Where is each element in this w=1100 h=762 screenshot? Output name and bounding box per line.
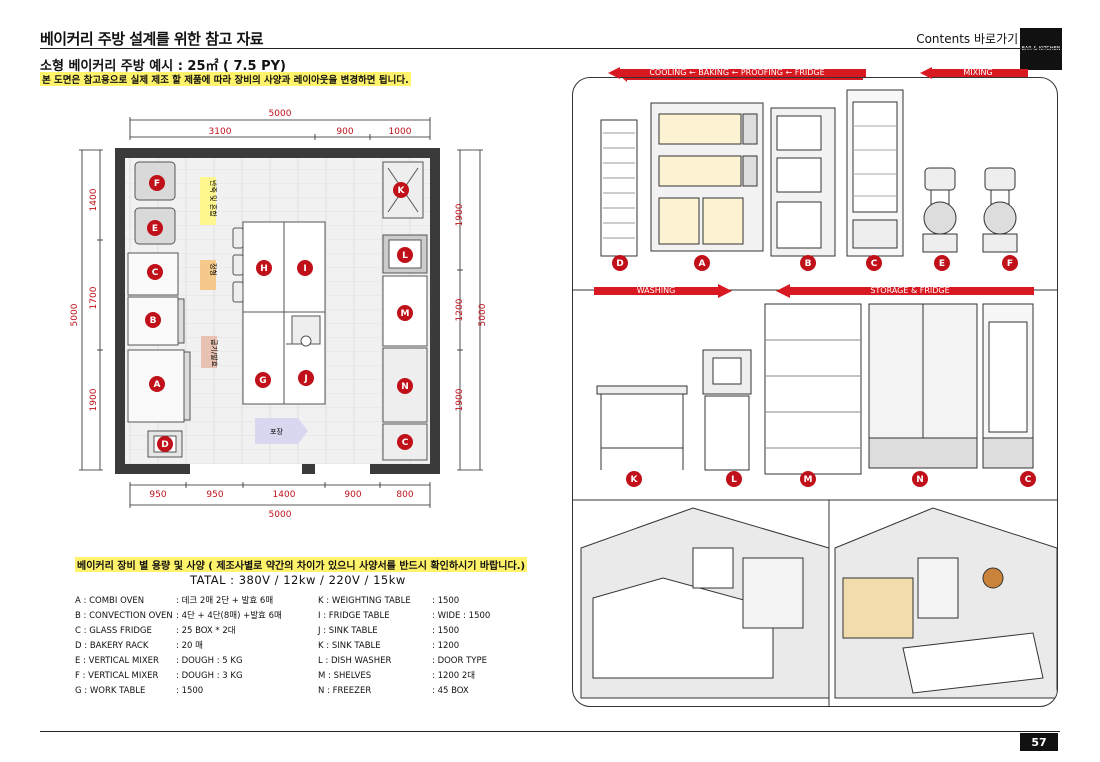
banner-mixing-text: MIXING <box>963 68 993 77</box>
spec-key: D : BAKERY RACK <box>75 641 149 651</box>
dim-top-b: 900 <box>336 127 353 137</box>
spec-value: : 45 BOX <box>432 686 469 696</box>
spec-key: A : COMBI OVEN <box>75 596 145 606</box>
spec-value: : DOUGH : 5 KG <box>176 656 243 666</box>
spec-key: F : VERTICAL MIXER <box>75 671 159 681</box>
banner-bake-text: COOLING ← BAKING ← PROOFING ← FRIDGE <box>649 68 825 77</box>
spec-key: N : FREEZER <box>318 686 372 696</box>
page-number: 57 <box>1020 733 1058 751</box>
page-title: 베이커리 주방 설계를 위한 참고 자료 <box>40 30 264 48</box>
spec-key: J : SINK TABLE <box>318 626 378 636</box>
marker-c2: C <box>402 438 409 448</box>
marker-k: K <box>398 186 406 196</box>
spec-value: : 1500 <box>432 626 460 636</box>
dim-top-a: 3100 <box>209 127 232 137</box>
spec-key: E : VERTICAL MIXER <box>75 656 159 666</box>
spec-key: M : SHELVES <box>318 671 372 681</box>
dim-right-total: 5000 <box>478 303 488 326</box>
spec-value: : 1200 2대 <box>432 671 476 681</box>
dim-top-c: 1000 <box>389 127 412 137</box>
footer-divider <box>40 731 1060 732</box>
section-subtitle: 소형 베이커리 주방 예시 : 25㎡ ( 7.5 PY) <box>40 59 286 74</box>
spec-value: : 1500 <box>176 686 204 696</box>
contents-link[interactable]: Contents 바로가기 ▸ <box>916 32 1028 46</box>
dim-left-total: 5000 <box>70 303 80 326</box>
marker-m: M <box>401 309 410 319</box>
banner-cooling <box>622 78 863 82</box>
marker-b: B <box>150 316 157 326</box>
spec-title: 베이커리 장비 별 용량 및 사양 ( 제조사별로 약간의 차이가 있으니 사양… <box>75 557 528 572</box>
marker-j: J <box>303 374 307 384</box>
banner-washing-text: WASHING <box>636 286 676 295</box>
marker-a: A <box>154 380 161 390</box>
flow-mix-label: 반죽 및 혼합 <box>209 180 218 217</box>
dim-bottom-c: 1400 <box>273 490 296 500</box>
spec-value: : 25 BOX * 2대 <box>176 626 236 636</box>
banner-storage: STORAGE & FRIDGE <box>776 284 1034 298</box>
spec-key: C : GLASS FRIDGE <box>75 626 152 636</box>
dim-right-a: 1900 <box>455 203 465 226</box>
spec-key: I : FRIDGE TABLE <box>318 611 390 621</box>
marker-l: L <box>402 251 408 261</box>
dim-bottom-a: 950 <box>149 490 166 500</box>
dim-right-c: 1900 <box>455 388 465 411</box>
flow-pack-label: 포장 <box>270 427 283 436</box>
total-power: TATAL : 380V / 12kw / 220V / 15kw <box>190 573 406 587</box>
spec-value: : DOUGH : 3 KG <box>176 671 243 681</box>
brand-logo: BAR & KITCHEN <box>1020 28 1062 70</box>
marker-i: I <box>303 264 306 274</box>
dim-left-b: 1700 <box>89 286 99 309</box>
dim-left-a: 1400 <box>89 188 99 211</box>
spec-key: L : DISH WASHER <box>318 656 392 666</box>
dim-bottom-d: 900 <box>344 490 361 500</box>
marker-h: H <box>260 264 268 274</box>
spec-value: : 1200 <box>432 641 460 651</box>
flow-shape-label: 정형 <box>209 263 218 276</box>
marker-e: E <box>152 224 158 234</box>
spec-value: : 1500 <box>432 596 460 606</box>
banner-storage-text: STORAGE & FRIDGE <box>870 286 950 295</box>
spec-value: : 20 매 <box>176 641 203 651</box>
dim-bottom-e: 800 <box>396 490 413 500</box>
marker-g: G <box>259 376 266 386</box>
dim-bottom-total: 5000 <box>269 510 292 520</box>
flow-bake-label: 굽기/발효 <box>210 339 219 368</box>
equipment-panel: COOLING ← BAKING ← PROOFING ← FRIDGE <box>572 77 1058 707</box>
specs-left-keys: A : COMBI OVEN B : CONVECTION OVEN C : G… <box>75 594 175 699</box>
banner-washing: WASHING <box>594 284 732 298</box>
spec-value: : DOOR TYPE <box>432 656 487 666</box>
spec-value: : 4단 + 4단(8매) +발효 6매 <box>176 611 282 621</box>
floor-plan: 5000 3100 900 1000 950 950 1400 900 800 … <box>70 109 488 520</box>
spec-value: : WIDE : 1500 <box>432 611 491 621</box>
spec-key: B : CONVECTION OVEN <box>75 611 173 621</box>
note-highlight: 본 도면은 참고용으로 실제 제조 할 제품에 따라 장비의 사양과 레이아웃을… <box>40 72 411 86</box>
spec-key: G : WORK TABLE <box>75 686 146 696</box>
spec-key: K : WEIGHTING TABLE <box>318 596 411 606</box>
dim-top-total: 5000 <box>269 109 292 119</box>
dim-left-c: 1900 <box>89 388 99 411</box>
specs-left-values: : 데크 2매 2단 + 발효 6매 : 4단 + 4단(8매) +발효 6매 … <box>176 594 316 699</box>
marker-f: F <box>154 179 160 189</box>
spec-value: : 데크 2매 2단 + 발효 6매 <box>176 596 274 606</box>
banner-bake-flow: COOLING ← BAKING ← PROOFING ← FRIDGE <box>608 67 866 79</box>
specs-right-values: : 1500 : WIDE : 1500 : 1500 : 1200 : DOO… <box>432 594 522 699</box>
dim-right-b: 1200 <box>455 298 465 321</box>
marker-n: N <box>401 382 409 392</box>
dim-bottom-b: 950 <box>206 490 223 500</box>
marker-d: D <box>161 440 168 450</box>
marker-c: C <box>152 268 159 278</box>
specs-right-keys: K : WEIGHTING TABLE I : FRIDGE TABLE J :… <box>318 594 430 699</box>
equipment-illustration <box>573 78 1057 706</box>
header-divider <box>40 48 1060 49</box>
banner-mixing: MIXING <box>920 67 1028 79</box>
spec-key: K : SINK TABLE <box>318 641 381 651</box>
